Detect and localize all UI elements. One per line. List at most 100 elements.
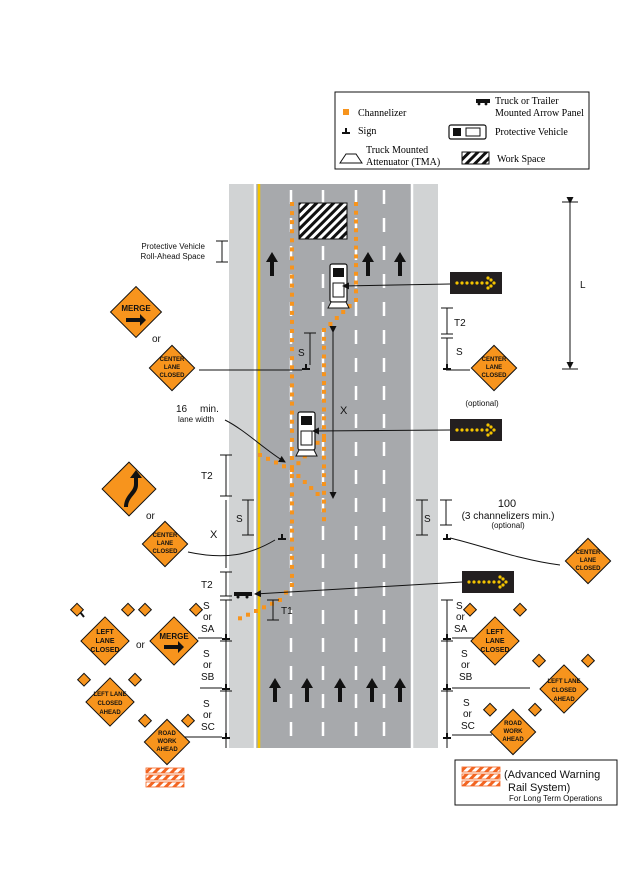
work-space: [298, 202, 348, 240]
channelizer: [354, 298, 358, 302]
left-lane-closed-ahead-sign-right: LEFT LANE CLOSED AHEAD: [531, 653, 596, 714]
channelizer: [322, 407, 326, 412]
channelizer: [296, 461, 301, 466]
channelizer: [315, 440, 320, 445]
channelizer: [290, 383, 294, 388]
svg-text:SA: SA: [201, 624, 215, 635]
work-space-legend-icon: [461, 151, 490, 165]
channelizer: [322, 381, 326, 385]
channelizer: [322, 473, 326, 478]
svg-text:LANE: LANE: [164, 365, 180, 371]
right-shoulder: [412, 184, 438, 748]
left-advance-spacing-labels: S or SA S or SB S or SC: [201, 601, 215, 733]
road-work-ahead-sign-right: ROAD WORK AHEAD: [482, 702, 543, 756]
svg-text:LANE: LANE: [486, 365, 502, 371]
channelizer: [290, 555, 294, 560]
center-lane-closed-sign-right-lower: CENTER LANE CLOSED: [564, 537, 612, 585]
protective-vehicle-lower: [295, 411, 318, 457]
channelizer: [290, 564, 294, 569]
svg-text:S: S: [203, 699, 210, 710]
lane-width-label: lane width: [178, 415, 214, 424]
svg-text:or: or: [463, 709, 473, 720]
channelizer: [322, 499, 326, 504]
svg-text:LANE: LANE: [485, 638, 504, 645]
legend-arrow-panel-line2: Mounted Arrow Panel: [495, 108, 584, 119]
channelizer: [296, 474, 301, 478]
channelizer: [354, 228, 358, 233]
channelizer: [322, 438, 326, 442]
merge-right-arrow-icon: [126, 314, 146, 326]
channelizer: [290, 365, 294, 370]
legend-box: Channelizer Sign Truck Mounted Attenuato…: [334, 91, 590, 170]
svg-text:SC: SC: [201, 722, 215, 733]
svg-text:S: S: [203, 601, 210, 612]
left-X-label: X: [210, 529, 218, 541]
channelizer: [322, 508, 326, 513]
channelizer: [238, 616, 242, 621]
legend-sign: Sign: [358, 126, 376, 137]
channelizer: [290, 583, 294, 587]
svg-text:LEFT LANE: LEFT LANE: [548, 679, 581, 685]
channelizer: [290, 456, 294, 460]
legend-arrow-panel-line1: Truck or Trailer: [495, 96, 559, 107]
svg-text:CLOSED: CLOSED: [481, 373, 507, 379]
channelizer: [354, 219, 358, 224]
channelizer: [270, 601, 274, 606]
left-T2-label: T2: [201, 471, 213, 482]
mid-S-label: S: [298, 348, 305, 359]
svg-text:MERGE: MERGE: [121, 304, 151, 313]
channelizer: [274, 460, 278, 465]
T1-label: T1: [281, 606, 293, 617]
svg-text:CLOSED: CLOSED: [575, 566, 601, 572]
channelizer: [290, 537, 294, 542]
svg-text:CENTER: CENTER: [576, 550, 601, 556]
channelizer: [290, 356, 294, 361]
svg-text:S: S: [203, 649, 210, 660]
svg-text:LANE: LANE: [95, 638, 114, 645]
svg-text:CLOSED: CLOSED: [97, 701, 123, 707]
merge-right-arrow-icon-lower: [164, 641, 184, 653]
svg-text:CLOSED: CLOSED: [551, 688, 577, 694]
svg-text:ROAD: ROAD: [158, 731, 176, 737]
svg-text:S: S: [461, 649, 468, 660]
channelizer: [354, 271, 358, 276]
svg-text:or: or: [203, 612, 213, 623]
channelizer: [322, 464, 326, 469]
channelizer: [278, 598, 282, 602]
channelizer: [290, 519, 294, 524]
tma-legend-icon: [339, 153, 363, 164]
channelizer: [290, 392, 294, 397]
svg-text:AHEAD: AHEAD: [502, 737, 524, 743]
channelizer: [290, 229, 294, 234]
svg-text:CLOSED: CLOSED: [480, 647, 509, 654]
right-advance-spacing-labels: S or SA S or SB S or SC: [454, 601, 475, 732]
svg-text:AHEAD: AHEAD: [99, 710, 121, 716]
svg-text:WORK: WORK: [158, 739, 178, 745]
rail-system-icon-left: [145, 767, 185, 788]
channelizer: [290, 428, 294, 433]
channelizer: [354, 289, 358, 294]
channelizer: [290, 347, 294, 352]
channelizer: [322, 425, 326, 430]
svg-text:CENTER: CENTER: [482, 357, 507, 363]
channelizer: [322, 490, 326, 495]
channelizer: [290, 474, 294, 479]
right-S-100-label: S: [424, 514, 431, 525]
channelizer: [354, 280, 358, 285]
channelizer: [322, 446, 326, 451]
center-lane-closed-sign-left-lower: CENTER LANE CLOSED: [141, 520, 189, 568]
svg-text:CLOSED: CLOSED: [159, 373, 185, 379]
channelizer: [322, 482, 326, 486]
channelizer: [322, 389, 326, 394]
left-lane-closed-sign-left: LEFT LANE CLOSED: [69, 602, 136, 666]
channelizer: [322, 455, 326, 460]
svg-text:S: S: [463, 698, 470, 709]
channelizer: [341, 310, 346, 314]
svg-text:AHEAD: AHEAD: [156, 747, 178, 753]
hundred-label: 100: [498, 498, 516, 510]
optional-label-2: (optional): [491, 521, 525, 530]
channelizer: [290, 468, 294, 472]
svg-text:CLOSED: CLOSED: [90, 647, 119, 654]
channelizer: [322, 517, 326, 522]
rail-system-legend-box: (Advanced Warning Rail System) For Long …: [454, 759, 618, 806]
